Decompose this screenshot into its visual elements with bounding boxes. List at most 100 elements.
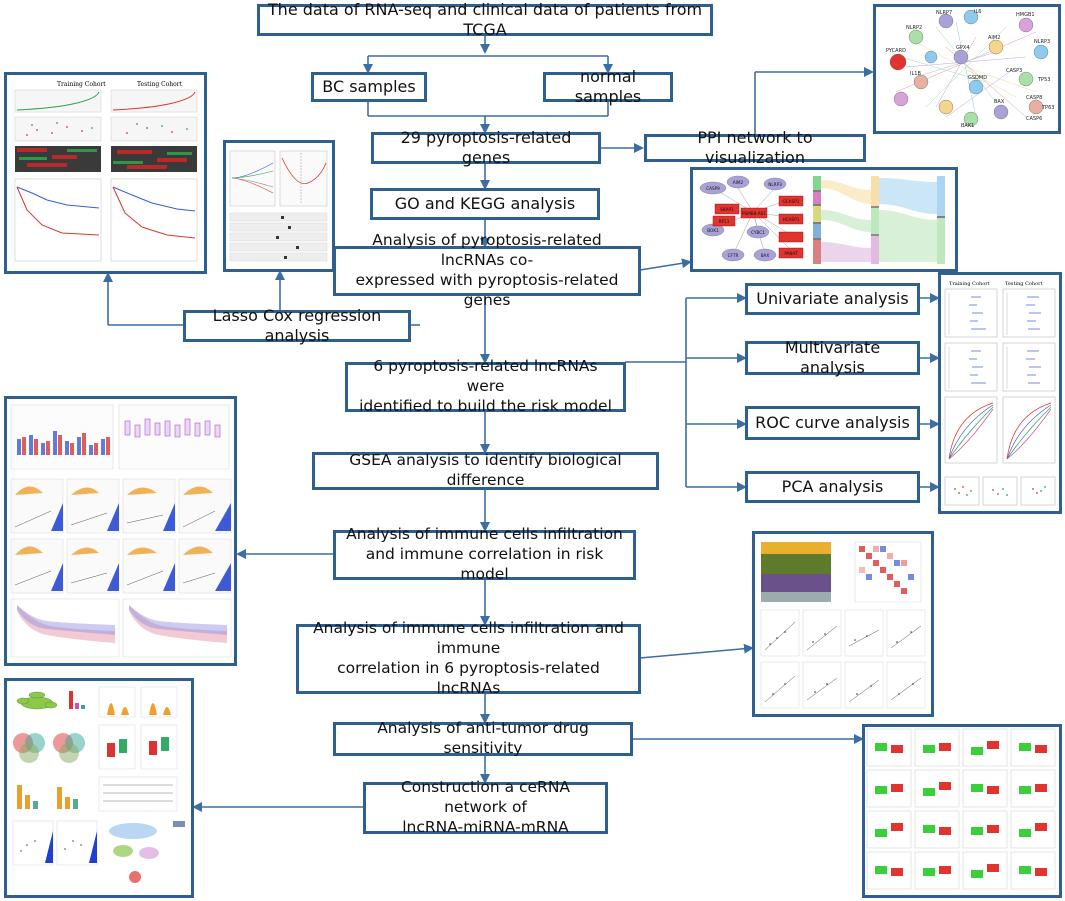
net-node-11: CFTR	[728, 253, 739, 258]
forest-title-right: Testing Cohort	[1005, 281, 1043, 287]
net-node-10: HCASP1	[783, 217, 800, 222]
risk-survival-figure: Training Cohort Testing Cohort	[4, 72, 207, 274]
ppi-node-label-14: TP63	[1041, 105, 1054, 111]
bc-samples-label: BC samples	[322, 76, 416, 96]
survival-title-right: Testing Cohort	[137, 81, 183, 88]
immune-lncrna-label-1: Analysis of immune cells infiltration an…	[313, 619, 624, 658]
lasso-graphic	[229, 150, 328, 262]
drug-panel	[914, 810, 960, 849]
tcga-data-box: The data of RNA-seq and clinical data of…	[257, 0, 713, 39]
drug-panel	[866, 851, 912, 890]
drug-box-high	[891, 823, 903, 831]
pca-box: PCA analysis	[745, 471, 920, 503]
drug-box-high	[987, 825, 999, 833]
net-node-6: GCASP1	[783, 199, 800, 204]
multivariate-box: Multivariate analysis	[745, 338, 920, 377]
cerna-label-2: lncRNA-miRNA-mRNA	[402, 817, 569, 836]
drug-box-low	[971, 870, 983, 878]
drug-box-high	[987, 864, 999, 872]
net-node-1: CASP9	[706, 186, 720, 191]
cox-roc-pca-graphic: Training Cohort Testing Cohort	[944, 281, 1056, 506]
ppi-node-label-1: NLRP7	[936, 10, 952, 16]
ppi-node-label-11: GSDMD	[968, 75, 987, 81]
drug-panel	[962, 728, 1008, 767]
drug-box-high	[1035, 745, 1047, 753]
survival-title-left: Training Cohort	[57, 81, 106, 88]
drug-box-low	[875, 866, 887, 874]
ppi-node-label-13: CASP8	[1026, 95, 1042, 101]
ppi-network-box: PPI network to visualization	[644, 128, 866, 167]
ppi-node-label-4: NLRP2	[906, 25, 922, 31]
coexpression-network-figure: CASP9 AIM2 NLRP3 SKAP1 PSMB8-AS1 GCASP1 …	[690, 167, 958, 272]
drug-box-high	[939, 782, 951, 790]
risk-model-label-1: 6 pyroptosis-related lncRNAs were	[373, 357, 598, 396]
drug-box-low	[1019, 743, 1031, 751]
pyroptosis-genes-box: 29 pyroptosis-related genes	[371, 128, 601, 167]
drug-box-high	[987, 786, 999, 794]
go-kegg-box: GO and KEGG analysis	[370, 188, 600, 220]
drug-panel	[962, 769, 1008, 808]
drug-box-high	[891, 745, 903, 753]
coexpression-box: Analysis of pyroptosis-related lncRNAs c…	[333, 231, 641, 309]
drug-panel	[1010, 728, 1056, 767]
drug-sensitivity-label: Analysis of anti-tumor drug sensitivity	[377, 719, 589, 757]
drug-box-high	[939, 743, 951, 751]
net-node-3: NLRP3	[768, 182, 782, 187]
net-node-5: PSMB8-AS1	[742, 211, 766, 216]
ppi-node-label-8: GPX4	[956, 45, 970, 51]
drug-box-low	[875, 786, 887, 794]
univariate-label: Univariate analysis	[756, 288, 909, 308]
immune-risk-label-1: Analysis of immune cells infiltration	[346, 525, 623, 544]
immune-lncrna-figure	[752, 531, 934, 717]
ppi-node-label-6: PYCARD	[886, 48, 906, 54]
drug-box-high	[987, 741, 999, 749]
ppi-node-label-15: CASP6	[1026, 116, 1042, 122]
ppi-network-graphic: NLRP7 IL6 HMGB1 NLRP2 NLRP3 PYCARD AIM2 …	[886, 9, 1054, 129]
go-kegg-label: GO and KEGG analysis	[394, 193, 576, 213]
immune-risk-graphic	[10, 404, 232, 658]
drug-box-high	[891, 868, 903, 876]
drug-box-high	[939, 866, 951, 874]
drug-panel	[962, 851, 1008, 890]
ppi-network-figure: NLRP7 IL6 HMGB1 NLRP2 NLRP3 PYCARD AIM2 …	[873, 4, 1061, 134]
normal-samples-box: normal samples	[543, 67, 673, 106]
net-node-4: SKAP1	[720, 207, 734, 212]
ppi-network-label: PPI network to visualization	[697, 127, 813, 167]
multivariate-label: Multivariate analysis	[784, 337, 881, 377]
drug-sensitivity-figure	[862, 724, 1062, 898]
univariate-box: Univariate analysis	[745, 283, 920, 315]
net-node-12: BAX	[761, 253, 770, 258]
normal-samples-label: normal samples	[574, 66, 642, 106]
immune-lncrna-graphic	[760, 541, 926, 709]
cerna-figure	[4, 678, 194, 898]
risk-survival-graphic: Training Cohort Testing Cohort	[14, 81, 198, 262]
coexpression-network-graphic: CASP9 AIM2 NLRP3 SKAP1 PSMB8-AS1 GCASP1 …	[699, 175, 945, 264]
drug-box-high	[891, 784, 903, 792]
drug-panel	[914, 728, 960, 767]
drug-box-low	[1019, 829, 1031, 837]
drug-box-low	[923, 745, 935, 753]
drug-box-low	[923, 825, 935, 833]
drug-box-low	[875, 829, 887, 837]
cerna-graphic	[12, 686, 185, 883]
ppi-node-label-2: IL6	[974, 9, 981, 15]
drug-box-low	[971, 827, 983, 835]
ppi-node-label-12: BAX	[994, 99, 1005, 105]
drug-sensitivity-box: Analysis of anti-tumor drug sensitivity	[333, 719, 633, 757]
drug-box-low	[971, 747, 983, 755]
net-node-2: AIM2	[733, 180, 744, 185]
drug-panel	[914, 769, 960, 808]
drug-box-high	[939, 827, 951, 835]
drug-panel	[1010, 810, 1056, 849]
drug-panel	[866, 810, 912, 849]
pyroptosis-genes-label: 29 pyroptosis-related genes	[400, 127, 572, 167]
net-node-7: BOK1	[707, 228, 719, 233]
gsea-label: GSEA analysis to identify biological dif…	[349, 451, 622, 489]
risk-model-label-2: identified to build the risk model	[359, 396, 612, 415]
drug-panel	[1010, 851, 1056, 890]
immune-lncrna-label-2: correlation in 6 pyroptosis-related lncR…	[337, 659, 600, 697]
drug-box-low	[875, 743, 887, 751]
drug-box-high	[1035, 868, 1047, 876]
